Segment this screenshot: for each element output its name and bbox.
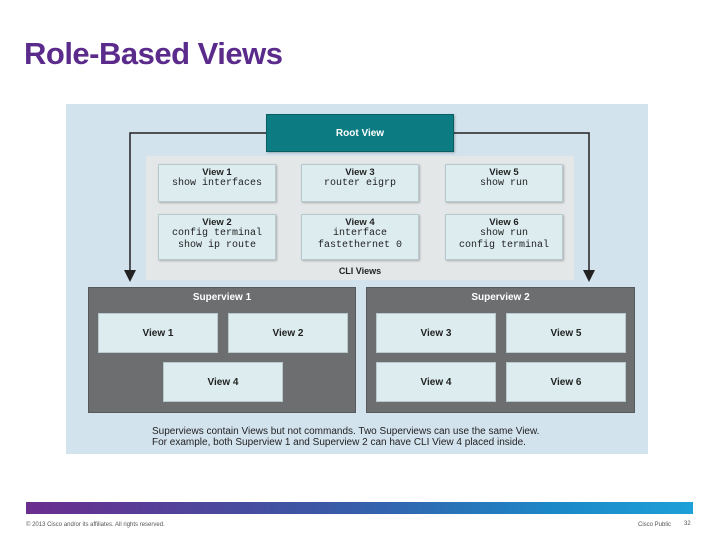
cli-view-3: View 3 router eigrp (301, 164, 419, 202)
cli-views-caption: CLI Views (338, 266, 382, 276)
cli-view-4-command-2: fastethernet 0 (317, 240, 402, 251)
slide-title: Role-Based Views (24, 36, 283, 71)
cli-view-1-title: View 1 (202, 167, 232, 178)
cli-view-5-title: View 5 (489, 167, 519, 178)
superview-2-view-4: View 4 (376, 362, 496, 402)
superview-2-view-5: View 5 (506, 313, 626, 353)
cli-view-1-command: show interfaces (171, 178, 262, 189)
superview-1-view-2: View 2 (228, 313, 348, 353)
cli-view-2-command-2: show ip route (177, 240, 256, 251)
cli-view-6: View 6 show run config terminal (445, 214, 563, 260)
superview-2-view-3: View 3 (376, 313, 496, 353)
cli-view-4-command-1: interface (332, 228, 387, 239)
cli-view-6-command-2: config terminal (458, 240, 549, 251)
superview-1-view-1: View 1 (98, 313, 218, 353)
superview-1-title: Superview 1 (192, 292, 252, 303)
superview-2-title: Superview 2 (471, 292, 530, 303)
arrow-left (124, 132, 266, 282)
cli-view-2-title: View 2 (202, 217, 232, 228)
footer-copyright: © 2013 Cisco and/or its affiliates. All … (26, 522, 165, 528)
role-based-views-diagram: Root View View 1 show interfaces View 3 … (66, 104, 648, 454)
superview-2-view-6: View 6 (506, 362, 626, 402)
diagram-caption: Superviews contain Views but not command… (152, 426, 572, 448)
arrow-right (454, 132, 595, 282)
superview-2-panel: Superview 2 View 3 View 5 View 4 View 6 (366, 287, 635, 413)
cli-view-6-title: View 6 (489, 217, 519, 228)
cli-view-3-title: View 3 (345, 167, 375, 178)
cli-views-panel: View 1 show interfaces View 3 router eig… (146, 156, 574, 280)
cli-view-5-command: show run (479, 178, 528, 189)
footer-classification: Cisco Public (638, 522, 672, 528)
cli-view-4: View 4 interface fastethernet 0 (301, 214, 419, 260)
caption-line-2: For example, both Superview 1 and Superv… (152, 437, 526, 448)
superview-1-panel: Superview 1 View 1 View 2 View 4 (88, 287, 356, 413)
footer-gradient-bar (26, 502, 693, 514)
superview-1-view-4: View 4 (163, 362, 283, 402)
cli-view-3-command: router eigrp (323, 178, 396, 189)
cli-view-2: View 2 config terminal show ip route (158, 214, 276, 260)
root-view-box: Root View (266, 114, 454, 152)
footer-page-number: 32 (684, 521, 691, 527)
connector-arrows (124, 132, 595, 282)
cli-view-4-title: View 4 (345, 217, 375, 228)
caption-line-1: Superviews contain Views but not command… (152, 426, 540, 437)
cli-view-1: View 1 show interfaces (158, 164, 276, 202)
cli-view-6-command-1: show run (479, 228, 528, 239)
cli-view-2-command-1: config terminal (171, 228, 262, 239)
cli-view-5: View 5 show run (445, 164, 563, 202)
